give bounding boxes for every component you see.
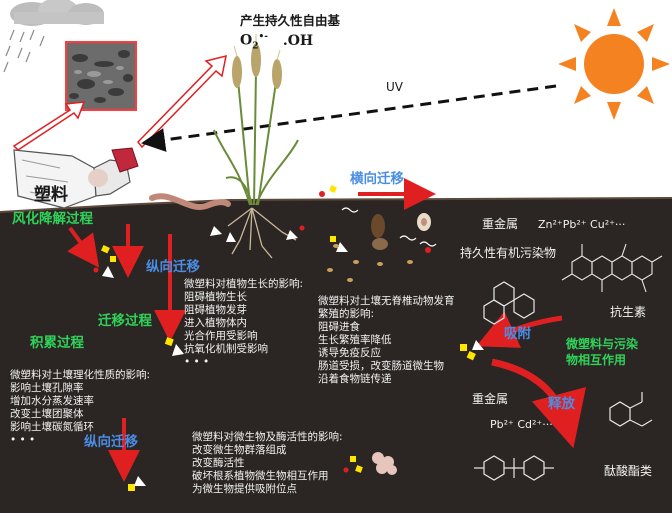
soil-effects-block: 微塑料对土壤理化性质的影响: 影响土壤孔隙率 增加水分蒸发速率 改变土壤团聚体 …: [10, 369, 150, 447]
radical-title: 产生持久性自由基: [240, 13, 341, 28]
sun-icon: [558, 8, 670, 120]
plant-effect-item: 抗氧化机制受影响: [184, 343, 268, 355]
plastic-bottle-icon: [13, 147, 139, 209]
vertical-migration-label-1: 纵向迁移: [146, 259, 200, 275]
plant-effects-block: 微塑料对植物生长的影响: 阻碍植物生长 阻碍植物发芽 进入植物体内 光合作用受影…: [184, 278, 303, 369]
metal-ions-2: Pb²⁺ Cd²⁺···: [490, 418, 553, 431]
microbe-effect-item: 改变微生物群落组成: [192, 444, 287, 456]
plant-effect-item: 阻碍植物生长: [184, 291, 247, 303]
microplastic-particles: [93, 225, 484, 491]
animal-effects-title-2: 繁殖的影响:: [318, 308, 375, 320]
bisphenol-molecule-icon: [474, 455, 554, 481]
plant-effect-item: 光合作用受影响: [184, 330, 258, 342]
soil-effects-more: • • •: [10, 434, 36, 446]
earthworm-icon: [149, 193, 231, 211]
antibiotic-molecule-icon: [561, 243, 663, 293]
interaction-label: 微塑料与污染 物相互作用: [566, 336, 638, 368]
heavy-metal-label-1: 重金属: [482, 217, 519, 231]
animal-effect-item: 阻碍进食: [318, 321, 360, 333]
phthalate-label: 酞酸酯类: [604, 464, 653, 478]
o2-superscript: •-: [258, 32, 268, 42]
horizontal-migration-label: 横向迁移: [350, 171, 404, 187]
ant-icon: [327, 244, 413, 282]
microbe-effect-item: 破坏根系植物微生物相互作用: [192, 470, 329, 482]
oh-radical: .OH: [282, 32, 314, 49]
soil-effect-item: 改变土壤团聚体: [10, 408, 84, 420]
microbe-cluster-icon: [372, 452, 397, 475]
animal-effect-item: 沿着食物链传递: [318, 373, 392, 385]
nematode-icon: [341, 207, 359, 213]
soil-effect-item: 增加水分蒸发速率: [10, 395, 94, 407]
heavy-metal-label-2: 重金属: [472, 392, 509, 406]
sem-image: [65, 41, 137, 111]
phthalate-molecule-icon: [609, 392, 653, 427]
soil-effect-item: 影响土壤碳氮循环: [10, 421, 94, 433]
animal-effect-item: 诱导免疫反应: [318, 347, 381, 359]
microbe-effects-title: 微塑料对微生物及酶活性的影响:: [192, 431, 343, 443]
pop-label: 持久性有机污染物: [460, 246, 557, 260]
wheat-plant-icon: [213, 34, 299, 259]
weathering-arrow: [67, 226, 100, 268]
release-arrow: [491, 358, 587, 449]
metal-ions-1: Zn²⁺Pb²⁺ Cu²⁺···: [538, 218, 626, 231]
microbe-effects-block: 微塑料对微生物及酶活性的影响: 改变微生物群落组成 改变酶活性 破坏根系植物微生…: [192, 431, 343, 496]
interaction-label-line-1: 微塑料与污染: [566, 337, 639, 351]
weathering-label: 风化降解过程: [12, 211, 93, 227]
migration-process-label: 迁移过程: [98, 313, 152, 329]
rain-cloud-icon: [3, 0, 104, 73]
plant-effects-title: 微塑料对植物生长的影响:: [184, 278, 304, 290]
microbe-effect-item: 改变酶活性: [192, 457, 245, 469]
o2-subscript: 2: [252, 41, 259, 52]
release-label: 释放: [548, 396, 575, 412]
animal-effects-block: 微塑料对土壤无脊椎动物发育 繁殖的影响: 阻碍进食 生长繁殖率降低 诱导免疫反应…: [318, 295, 455, 386]
animal-effects-title: 微塑料对土壤无脊椎动物发育: [318, 295, 455, 307]
plant-effects-more: • • •: [184, 356, 210, 368]
accumulation-label: 积累过程: [30, 335, 84, 351]
animal-effect-item: 肠道受损，改变肠道微生物: [318, 360, 444, 372]
animal-effect-item: 生长繁殖率降低: [318, 334, 392, 346]
interaction-label-line-2: 物相互作用: [566, 353, 627, 367]
larva-icon: [417, 213, 431, 231]
plant-effect-item: 进入植物体内: [184, 317, 247, 329]
adsorption-label: 吸附: [504, 326, 531, 342]
plant-effect-item: 阻碍植物发芽: [184, 304, 247, 316]
uv-arrow: [141, 84, 557, 152]
beetle-icon: [371, 214, 388, 250]
radical-formula: O2•- .OH: [240, 32, 313, 51]
weathering-hollow-arrow: [12, 101, 86, 151]
uv-label: UV: [386, 80, 403, 94]
plastic-label: 塑料: [34, 185, 68, 205]
soil-effect-item: 影响土壤孔隙率: [10, 382, 84, 394]
pah-molecule-icon: [483, 281, 535, 325]
vertical-migration-label-2: 纵向迁移: [84, 434, 138, 450]
adsorption-arrow: [476, 311, 563, 348]
antibiotic-label: 抗生素: [610, 305, 647, 319]
microbe-effect-item: 为微生物提供吸附位点: [192, 483, 297, 495]
soil-effects-title: 微塑料对土壤理化性质的影响:: [10, 369, 151, 381]
o2-symbol: O: [240, 32, 253, 49]
